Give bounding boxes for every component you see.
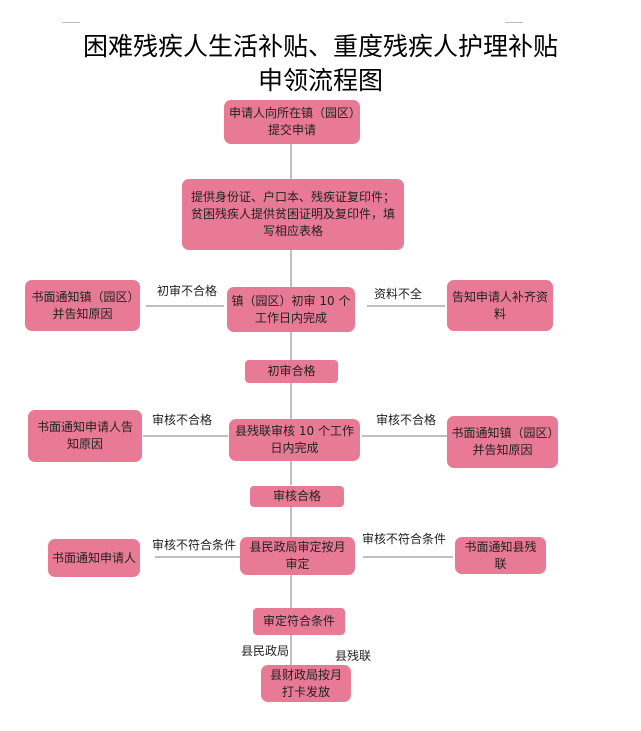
connector-county-right (362, 435, 447, 437)
edge-label-disability-fed: 县残联 (335, 649, 372, 663)
node-meets-conditions: 审定符合条件 (253, 608, 345, 635)
node-town-review: 镇（园区）初审 10 个工作日内完成 (227, 287, 355, 332)
node-supplement-notice: 告知申请人补齐资料 (447, 280, 553, 331)
edge-label-not-meet-right: 审核不符合条件 (362, 532, 447, 546)
corner-mark-left (62, 22, 80, 23)
node-notify-disability-fed: 书面通知县残联 (455, 537, 546, 574)
connector-county-left (143, 435, 228, 437)
corner-mark-right (505, 22, 523, 23)
node-applicant-reject-notice: 书面通知申请人告知原因 (28, 410, 142, 462)
node-finance-payment: 县财政局按月打卡发放 (261, 665, 351, 702)
edge-label-audit-fail-left: 审核不合格 (152, 413, 213, 427)
node-notify-applicant: 书面通知申请人 (48, 539, 140, 577)
connector-town-supplement (367, 305, 445, 307)
page-title: 困难残疾人生活补贴、重度残疾人护理补贴 (82, 32, 558, 61)
node-town-notice-reason: 书面通知镇（园区）并告知原因 (447, 416, 558, 468)
edge-label-civil-affairs: 县民政局 (241, 644, 290, 658)
connector-civil-left (155, 556, 241, 558)
connector-town-pass (290, 332, 292, 360)
node-town-reject-notice: 书面通知镇（园区）并告知原因 (25, 280, 140, 331)
edge-label-audit-fail-right: 审核不合格 (376, 413, 437, 427)
node-audit-pass: 审核合格 (250, 486, 344, 507)
connector-county-audit (290, 461, 292, 485)
connector-audit-civil (290, 507, 292, 537)
node-apply: 申请人向所在镇（园区）提交申请 (224, 100, 360, 144)
node-initial-pass: 初审合格 (245, 360, 338, 383)
connector-apply-materials (290, 144, 292, 179)
connector-meets-finance (290, 635, 292, 665)
edge-label-incomplete: 资料不全 (374, 287, 423, 301)
node-civil-review: 县民政局审定按月审定 (240, 537, 355, 575)
connector-town-reject (146, 305, 224, 307)
edge-label-initial-fail: 初审不合格 (157, 284, 218, 298)
connector-civil-right (363, 556, 453, 558)
connector-materials-town (290, 250, 292, 288)
edge-label-not-meet-left: 审核不符合条件 (152, 538, 237, 552)
connector-civil-meets (290, 575, 292, 608)
page-subtitle: 申领流程图 (257, 66, 383, 95)
node-materials: 提供身份证、户口本、残疾证复印件；贫困残疾人提供贫困证明及复印件，填写相应表格 (182, 179, 404, 250)
connector-pass-county (290, 383, 292, 419)
node-county-review: 县残联审核 10 个工作日内完成 (229, 419, 360, 461)
